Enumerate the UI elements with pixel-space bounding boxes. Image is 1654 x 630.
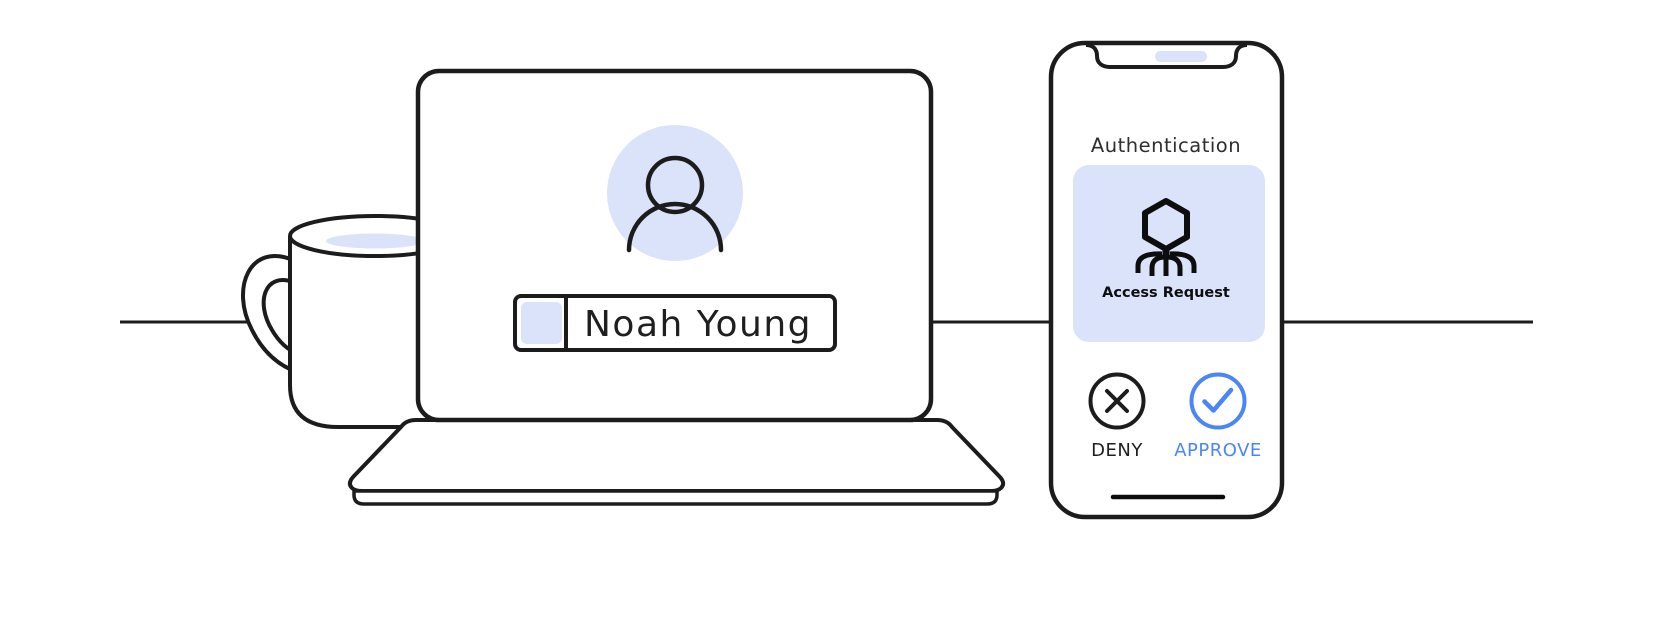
laptop-base-lip [352, 489, 999, 506]
access-request-label: Access Request [1102, 285, 1230, 301]
check-circle-icon[interactable] [1189, 372, 1247, 430]
phone-speaker-pill [1155, 51, 1207, 62]
deny-button[interactable]: DENY [1088, 372, 1146, 462]
access-request-card: Access Request [1073, 165, 1265, 342]
approve-label[interactable]: APPROVE [1174, 440, 1262, 461]
coffee-surface [326, 233, 424, 249]
username-field[interactable]: Noah Young [513, 294, 837, 352]
phone-title: Authentication [1091, 134, 1241, 157]
username-field-border[interactable] [513, 294, 837, 352]
phone-notch [1085, 43, 1248, 69]
user-icon [626, 155, 724, 253]
laptop: Noah Young [347, 68, 1006, 506]
avatar-background [607, 125, 743, 261]
user-avatar [607, 125, 743, 261]
access-request-phage-icon [1135, 198, 1197, 276]
deny-label[interactable]: DENY [1091, 440, 1143, 461]
phone: Authentication Access Request DENY [1048, 40, 1285, 520]
field-accent-square [521, 302, 562, 344]
laptop-base [347, 418, 1006, 493]
x-circle-icon[interactable] [1088, 372, 1146, 430]
username-text: Noah Young [584, 304, 812, 345]
approve-button[interactable]: APPROVE [1174, 372, 1262, 462]
